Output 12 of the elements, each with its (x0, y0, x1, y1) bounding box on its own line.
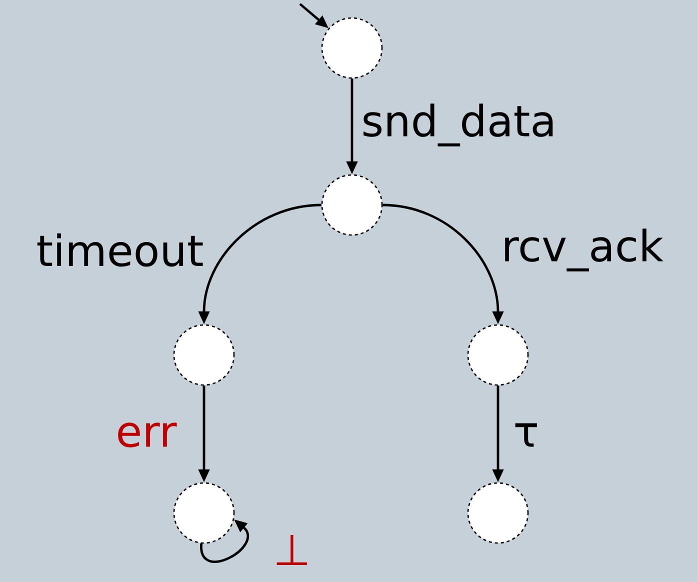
state-circle (173, 482, 235, 544)
edge-label: τ (512, 422, 540, 448)
edge-label: timeout (35, 232, 205, 268)
state-circle (467, 324, 529, 386)
edge-label: snd_data (360, 102, 558, 148)
edge-label: err (114, 422, 178, 448)
state-circle (321, 174, 383, 236)
state-circle (321, 17, 383, 79)
edge-label: rcv_ack (500, 228, 664, 272)
edge-label: ⊥ (272, 534, 312, 566)
state-circle (173, 324, 235, 386)
state-circle (467, 482, 529, 544)
